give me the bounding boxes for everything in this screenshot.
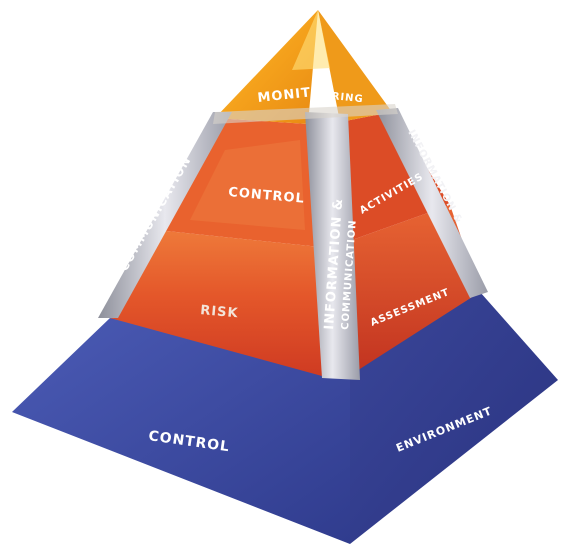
control-activities-left-face (157, 118, 320, 247)
monitoring-left-face (215, 10, 318, 124)
left-glass-edge (98, 112, 232, 318)
control-activities-right-face (340, 112, 450, 240)
inner-highlight (190, 140, 305, 230)
risk-assessment-label-left: RISK (200, 303, 239, 321)
front-glass-edge (305, 112, 360, 380)
monitoring-right-face (318, 10, 392, 122)
monitoring-label-right: ORING (322, 90, 364, 105)
control-environment-left-face (12, 318, 350, 544)
control-environment-right-face (350, 292, 558, 544)
monitoring-label-left: MONIT (257, 85, 312, 106)
monitoring-apex-highlight (292, 10, 330, 70)
risk-assessment-left-face (110, 230, 322, 376)
control-activities-label-left: CONTROL (228, 185, 306, 207)
monitoring-glass-band (213, 104, 398, 124)
right-glass-edge (376, 108, 488, 298)
